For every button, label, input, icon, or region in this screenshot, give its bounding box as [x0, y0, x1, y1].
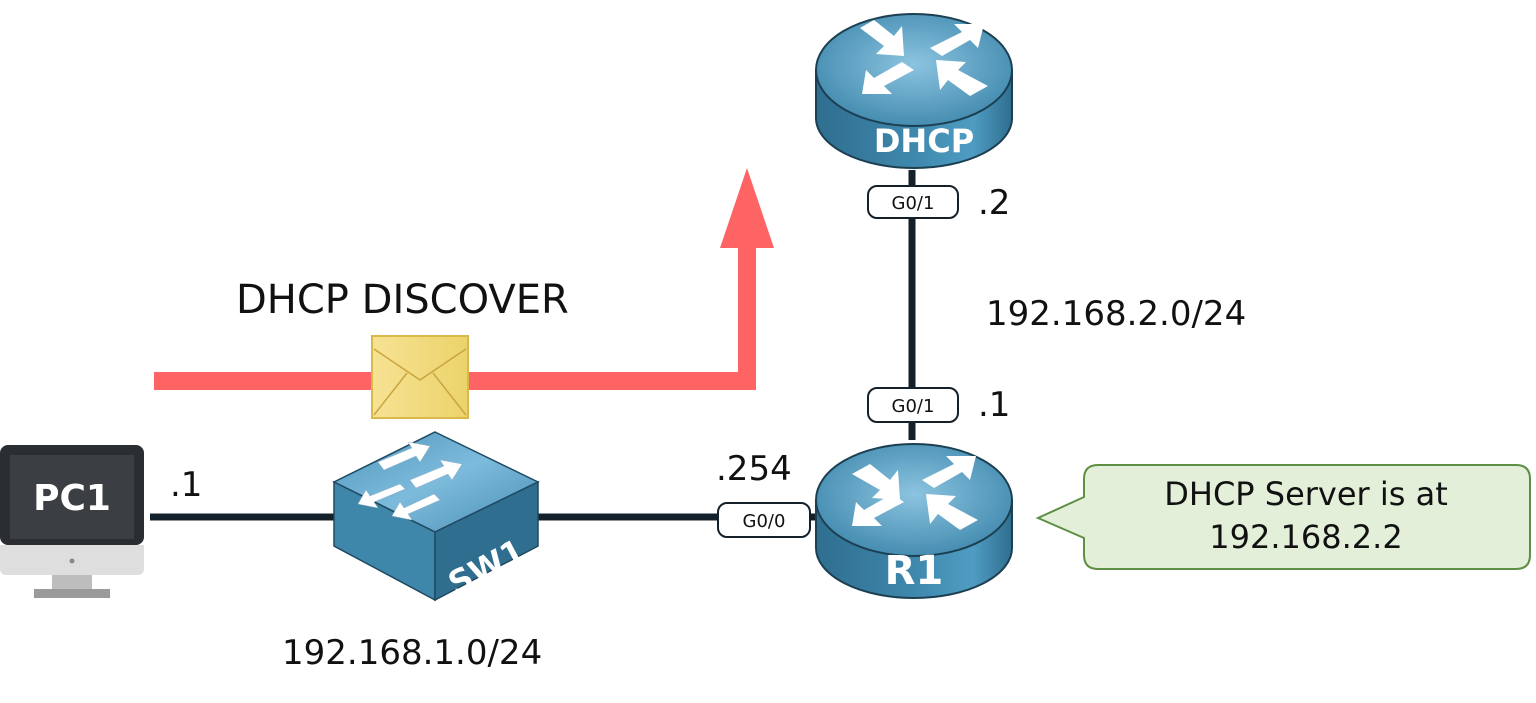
r1-g01-port-badge: G0/1 [867, 387, 959, 423]
dhcp-host-id: .2 [978, 183, 1010, 223]
flow-label: DHCP DISCOVER [236, 277, 569, 323]
r1-g01-port-label: G0/1 [892, 396, 935, 417]
dhcp-server-label: DHCP [874, 122, 974, 160]
desktop-computer-icon [0, 445, 144, 598]
router-icon [815, 13, 1013, 169]
flow-arrow-head [720, 168, 774, 248]
wan-network-label: 192.168.2.0/24 [986, 294, 1246, 334]
callout-line-1: DHCP Server is at [1164, 475, 1448, 513]
r1-g00-port-label: G0/0 [743, 511, 786, 532]
pc1-label: PC1 [33, 478, 111, 519]
callout-bubble: DHCP Server is at 192.168.2.2 [1035, 464, 1531, 570]
pc1-device[interactable]: PC1 [0, 445, 144, 598]
flow-arrow-vertical [738, 245, 756, 390]
callout-line-2: 192.168.2.2 [1209, 518, 1402, 556]
switch-icon [332, 431, 540, 602]
r1-g00-port-badge: G0/0 [717, 502, 811, 538]
r1-lan-host-id: .254 [716, 449, 792, 489]
envelope-icon [371, 335, 469, 419]
dhcp-server-device[interactable]: DHCP [815, 13, 1013, 169]
r1-device[interactable]: R1 [815, 443, 1013, 599]
r1-label: R1 [885, 548, 944, 594]
sw1-device[interactable]: SW1 [332, 431, 540, 603]
dhcp-g01-port-label: G0/1 [892, 193, 935, 214]
pc1-host-id: .1 [170, 465, 202, 505]
lan-network-label: 192.168.1.0/24 [282, 633, 542, 673]
r1-wan-host-id: .1 [978, 385, 1010, 425]
router-icon [815, 443, 1013, 599]
links [150, 170, 916, 521]
dhcp-g01-port-badge: G0/1 [867, 185, 959, 219]
